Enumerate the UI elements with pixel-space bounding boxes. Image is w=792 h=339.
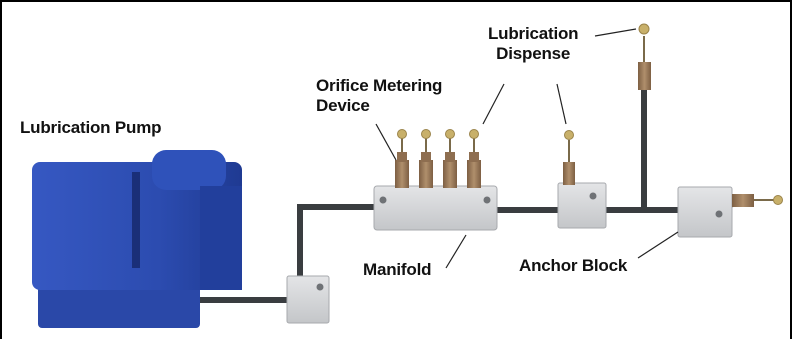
leader-manifold [445, 234, 467, 269]
label-manifold: Manifold [363, 260, 432, 279]
pump-base [38, 282, 200, 328]
metering-device [419, 129, 433, 188]
leader-anchor [637, 231, 679, 259]
leader-orifice-2 [482, 83, 505, 125]
manifold-block [373, 185, 498, 231]
metering-device [395, 129, 409, 188]
leader-orifice [375, 123, 397, 161]
corner-block [286, 275, 330, 324]
pump-side-panel [200, 186, 242, 290]
label-anchor-block: Anchor Block [519, 256, 628, 275]
metering-device [443, 129, 457, 188]
leader-lines [375, 28, 679, 269]
lubrication-pump [32, 150, 242, 328]
leader-dispense [556, 83, 567, 125]
pump-slot [132, 172, 140, 268]
orifice-metering-devices [395, 129, 481, 188]
top-dispense-nozzle [638, 23, 651, 90]
metering-device [467, 129, 481, 188]
riser-pipe [297, 204, 383, 303]
anchor-block [677, 186, 783, 238]
label-orifice-metering-device: Orifice Metering Device [316, 76, 443, 115]
pump-top-cap [152, 150, 226, 190]
leader-top-dispense [594, 28, 637, 37]
dispense-block [557, 130, 607, 229]
pipes [197, 67, 749, 303]
label-lubrication-pump: Lubrication Pump [20, 118, 162, 137]
label-lubrication-dispense: Lubrication Dispense [488, 24, 579, 63]
